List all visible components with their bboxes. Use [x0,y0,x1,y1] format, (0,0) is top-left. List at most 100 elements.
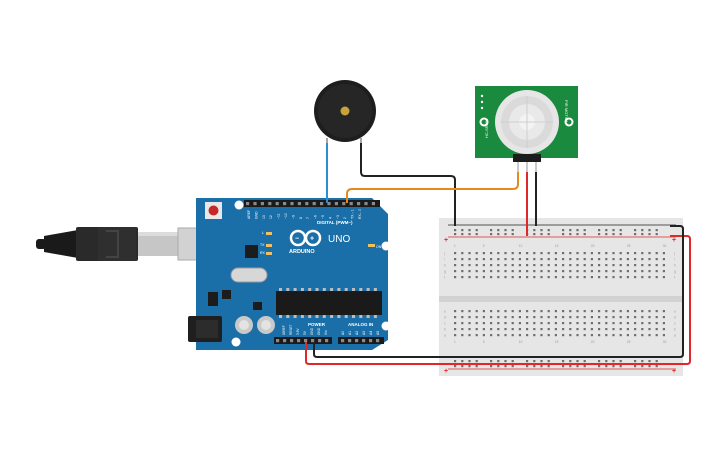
breadboard-hole[interactable] [569,328,572,331]
breadboard-hole[interactable] [662,316,665,319]
rail-hole[interactable] [583,365,586,368]
breadboard-hole[interactable] [475,252,478,255]
breadboard-hole[interactable] [641,322,644,325]
breadboard-hole[interactable] [619,322,622,325]
breadboard-hole[interactable] [590,310,593,313]
breadboard-hole[interactable] [583,276,586,279]
breadboard-hole[interactable] [569,310,572,313]
header-pin[interactable] [320,202,324,206]
breadboard-hole[interactable] [648,276,651,279]
breadboard-hole[interactable] [468,258,471,261]
rail-hole[interactable] [569,360,572,363]
rail-hole[interactable] [497,365,500,368]
breadboard-hole[interactable] [461,316,464,319]
breadboard-hole[interactable] [540,328,543,331]
rail-hole[interactable] [576,360,579,363]
rail-hole[interactable] [569,365,572,368]
breadboard-hole[interactable] [461,258,464,261]
breadboard-hole[interactable] [511,276,514,279]
breadboard-hole[interactable] [562,258,565,261]
breadboard-hole[interactable] [482,276,485,279]
breadboard-hole[interactable] [482,264,485,267]
breadboard-hole[interactable] [497,310,500,313]
breadboard-hole[interactable] [598,310,601,313]
breadboard-hole[interactable] [655,258,658,261]
breadboard-hole[interactable] [612,264,615,267]
breadboard-hole[interactable] [590,328,593,331]
breadboard-hole[interactable] [468,328,471,331]
rail-hole[interactable] [526,360,529,363]
rail-hole[interactable] [605,365,608,368]
breadboard-hole[interactable] [540,252,543,255]
breadboard-hole[interactable] [490,264,493,267]
breadboard-hole[interactable] [641,270,644,273]
breadboard-hole[interactable] [590,264,593,267]
breadboard-hole[interactable] [533,334,536,337]
breadboard-hole[interactable] [468,322,471,325]
breadboard-hole[interactable] [576,252,579,255]
breadboard-hole[interactable] [454,252,457,255]
breadboard-hole[interactable] [454,316,457,319]
breadboard-hole[interactable] [461,264,464,267]
rail-hole[interactable] [490,233,493,236]
breadboard-hole[interactable] [526,264,529,267]
rail-hole[interactable] [475,360,478,363]
breadboard-hole[interactable] [626,276,629,279]
breadboard-hole[interactable] [497,328,500,331]
rail-hole[interactable] [562,233,565,236]
breadboard-hole[interactable] [482,328,485,331]
rail-hole[interactable] [605,360,608,363]
breadboard-hole[interactable] [490,258,493,261]
breadboard-hole[interactable] [641,252,644,255]
rail-hole[interactable] [504,233,507,236]
rail-hole[interactable] [490,229,493,232]
breadboard-hole[interactable] [482,252,485,255]
breadboard-hole[interactable] [634,334,637,337]
breadboard-hole[interactable] [612,322,615,325]
rail-hole[interactable] [533,229,536,232]
breadboard-hole[interactable] [454,264,457,267]
breadboard-hole[interactable] [655,310,658,313]
breadboard-hole[interactable] [540,258,543,261]
rail-hole[interactable] [634,233,637,236]
breadboard-hole[interactable] [598,322,601,325]
rail-hole[interactable] [598,365,601,368]
breadboard-hole[interactable] [598,258,601,261]
breadboard-hole[interactable] [626,264,629,267]
rail-hole[interactable] [475,365,478,368]
breadboard-hole[interactable] [605,310,608,313]
rail-hole[interactable] [648,365,651,368]
breadboard-hole[interactable] [626,316,629,319]
breadboard-hole[interactable] [634,258,637,261]
breadboard-hole[interactable] [662,322,665,325]
breadboard-hole[interactable] [576,270,579,273]
rail-hole[interactable] [454,229,457,232]
breadboard-hole[interactable] [562,310,565,313]
breadboard-hole[interactable] [504,270,507,273]
breadboard-hole[interactable] [540,310,543,313]
rail-hole[interactable] [526,365,529,368]
breadboard-hole[interactable] [598,316,601,319]
breadboard-hole[interactable] [641,264,644,267]
breadboard-hole[interactable] [634,328,637,331]
breadboard-hole[interactable] [554,316,557,319]
rail-hole[interactable] [648,360,651,363]
breadboard-hole[interactable] [540,334,543,337]
breadboard-hole[interactable] [461,276,464,279]
rail-hole[interactable] [540,233,543,236]
breadboard-hole[interactable] [468,316,471,319]
breadboard-hole[interactable] [554,258,557,261]
breadboard-hole[interactable] [590,258,593,261]
breadboard-hole[interactable] [605,328,608,331]
breadboard-hole[interactable] [497,322,500,325]
rail-hole[interactable] [583,233,586,236]
breadboard-hole[interactable] [454,310,457,313]
breadboard-hole[interactable] [475,264,478,267]
breadboard-hole[interactable] [569,270,572,273]
breadboard-hole[interactable] [540,316,543,319]
breadboard-hole[interactable] [526,276,529,279]
rail-hole[interactable] [461,229,464,232]
breadboard-hole[interactable] [662,258,665,261]
breadboard-hole[interactable] [454,276,457,279]
rail-hole[interactable] [461,233,464,236]
